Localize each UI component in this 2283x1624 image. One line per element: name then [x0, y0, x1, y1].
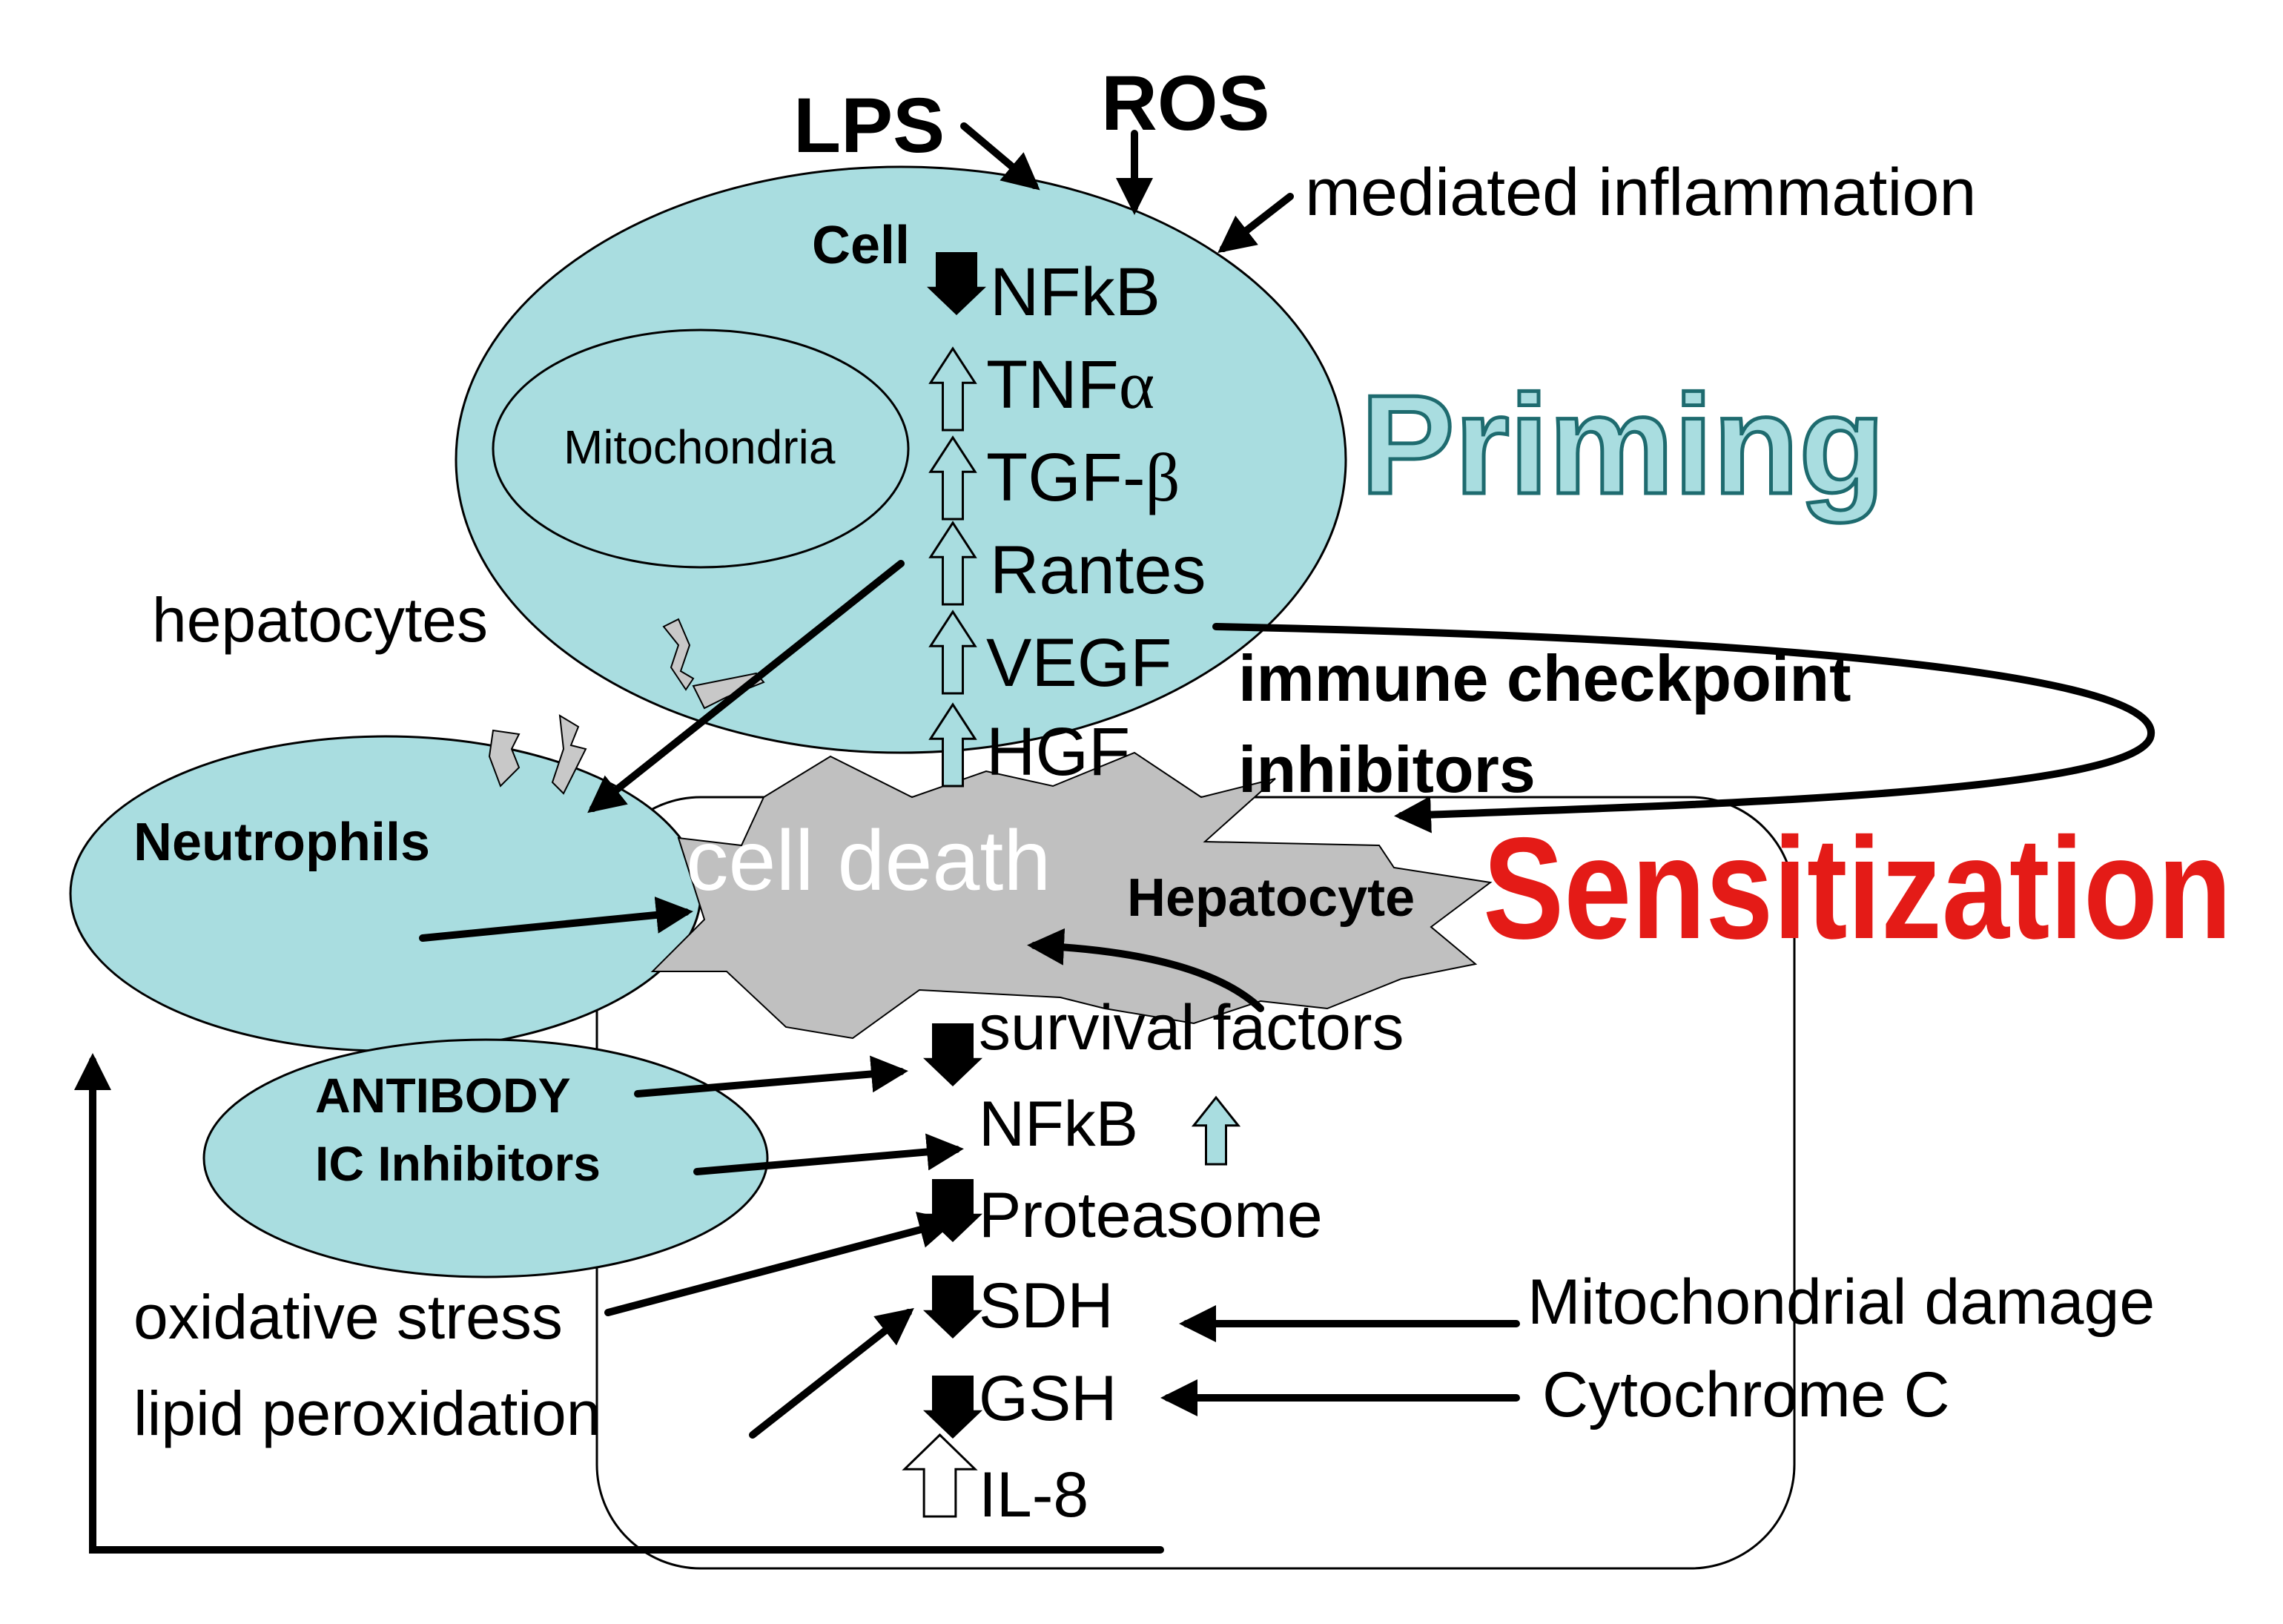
lipid-arrow	[749, 1307, 914, 1439]
inflammation-arrow	[1218, 193, 1294, 254]
cell-label: Cell	[812, 216, 910, 275]
mediator-tnf-greek: α	[1119, 347, 1154, 423]
antibody-label-line2: IC Inhibitors	[315, 1136, 601, 1191]
sensitization-label: Sensitization	[1483, 808, 2232, 969]
mediator-down-arrow-0	[927, 252, 986, 315]
downstream-nfkb: NFkB	[979, 1089, 1138, 1160]
lps-arrow	[960, 122, 1040, 191]
mediator-arrows	[927, 252, 986, 788]
mediated-inflammation-label: mediated inflammation	[1305, 156, 1976, 230]
downstream-down-arrow-4	[923, 1376, 982, 1439]
antibody-to-nfkb-arrow	[693, 1133, 964, 1175]
neutrophils-label: Neutrophils	[133, 813, 430, 872]
mediator-tgf-greek: β	[1146, 440, 1180, 515]
hepatocyte-label: Hepatocyte	[1127, 868, 1415, 928]
feedback-arrow	[74, 1053, 1164, 1554]
mediator-nfkb: NFkB	[990, 254, 1160, 330]
mediator-tgf: TGF-β	[986, 440, 1180, 515]
immune-checkpoint-line2: inhibitors	[1238, 733, 1536, 806]
mediator-up-arrow-2	[928, 435, 977, 521]
antibody-to-survival-arrow	[634, 1055, 908, 1097]
rantes-loop-arrow	[1212, 623, 2155, 834]
neutrophils-ellipse	[69, 735, 702, 1052]
mediator-tnf-name: TNF	[986, 347, 1119, 423]
antibody-ellipse	[202, 1038, 769, 1278]
lps-label: LPS	[793, 82, 945, 169]
mediator-up-arrow-1	[928, 346, 977, 432]
downstream-down-arrow-0	[923, 1023, 982, 1086]
downstream-il8: IL-8	[979, 1459, 1088, 1531]
ros-label: ROS	[1101, 60, 1270, 147]
hepatocytes-label: hepatocytes	[152, 585, 488, 655]
mediator-vegf: VEGF	[986, 625, 1172, 701]
mediator-tnf: TNFα	[986, 347, 1154, 423]
immune-checkpoint-line1: immune checkpoint	[1238, 641, 1851, 715]
oxidative-stress-label: oxidative stress	[133, 1282, 563, 1352]
downstream-gsh: GSH	[979, 1363, 1117, 1434]
oxidative-arrow	[604, 1212, 957, 1316]
mediator-tgf-name: TGF-	[986, 440, 1146, 515]
antibody-label-line1: ANTIBODY	[315, 1068, 571, 1123]
priming-label: Priming	[1361, 366, 1885, 524]
neutrophil-to-death-arrow	[419, 897, 693, 942]
mediator-list: NFkB TNFα TGF-β Rantes VEGF HGF	[986, 254, 1206, 790]
mito-to-neutrophil-arrow	[587, 560, 905, 813]
downstream-survival: survival factors	[979, 992, 1404, 1063]
downstream-list: survival factors NFkB Proteasome SDH GSH…	[979, 992, 1404, 1531]
mediator-up-arrow-3	[928, 521, 977, 606]
downstream-down-arrow-3	[923, 1275, 982, 1339]
cell-death-label: cell death	[686, 813, 1051, 908]
mediator-rantes: Rantes	[990, 532, 1206, 608]
downstream-arrows	[902, 1023, 1241, 1518]
downstream-down-arrow-2	[923, 1179, 982, 1242]
downstream-up-arrow-1	[1191, 1095, 1241, 1166]
survival-to-death-arrow	[1027, 928, 1264, 1012]
mediator-up-arrow-5	[928, 702, 977, 788]
downstream-proteasome: Proteasome	[979, 1180, 1323, 1251]
downstream-up-arrow-5	[902, 1433, 978, 1518]
cytochrome-c-label: Cytochrome C	[1542, 1359, 1950, 1430]
mediator-up-arrow-4	[928, 610, 977, 695]
mediator-hgf: HGF	[986, 714, 1130, 790]
cell-death-burst	[650, 751, 1493, 1040]
mitochondrial-damage-label: Mitochondrial damage	[1527, 1267, 2155, 1338]
mitochondria-ellipse	[492, 329, 910, 569]
mitochondria-label: Mitochondria	[564, 420, 836, 474]
downstream-sdh: SDH	[979, 1270, 1114, 1341]
lipid-peroxidation-label: lipid peroxidation	[133, 1379, 601, 1448]
